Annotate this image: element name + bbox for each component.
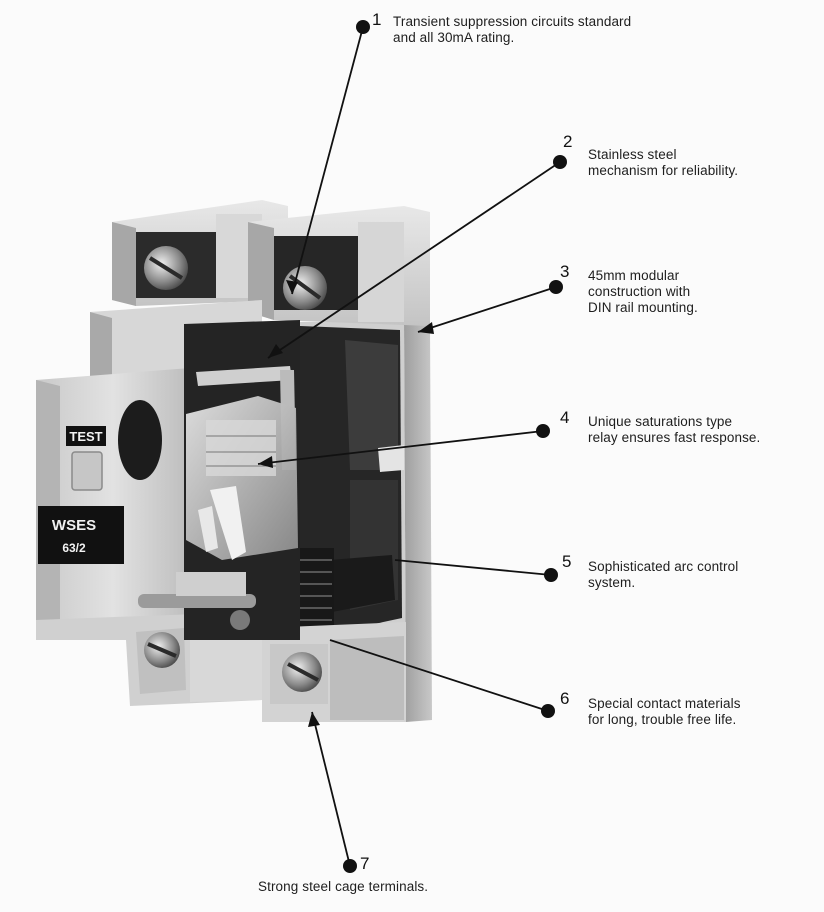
callout-number-7: 7 xyxy=(360,854,370,873)
callout-3-line-1: 45mm modular xyxy=(588,268,680,283)
leader-dot-5 xyxy=(544,568,558,582)
callout-4-line-2: relay ensures fast response. xyxy=(588,430,761,445)
callout-number-1: 1 xyxy=(372,10,382,29)
leader-arrow-4 xyxy=(258,456,273,468)
model-label: WSES xyxy=(52,517,96,534)
leader-arrow-7 xyxy=(308,712,320,727)
callout-1-line-2: and all 30mA rating. xyxy=(393,30,515,45)
test-label-bg xyxy=(66,426,106,446)
leader-dot-6 xyxy=(541,704,555,718)
callout-text-4: Unique saturations type relay ensures fa… xyxy=(588,414,760,446)
leader-lines xyxy=(257,20,567,873)
leader-line-6 xyxy=(329,639,549,712)
rating-label: 63/2 xyxy=(62,541,86,555)
leader-line-5 xyxy=(394,559,552,576)
callout-text-2: Stainless steel mechanism for reliabilit… xyxy=(588,147,738,179)
leader-dot-1 xyxy=(356,20,370,34)
callout-text-6: Special contact materials for long, trou… xyxy=(588,696,741,728)
cutaway-interior xyxy=(138,320,328,704)
top-terminal-right xyxy=(248,206,430,326)
callout-number-3: 3 xyxy=(560,262,570,281)
callout-2-line-2: mechanism for reliability. xyxy=(588,163,739,178)
callout-text-1: Transient suppression circuits standard … xyxy=(393,14,631,46)
leader-dot-2 xyxy=(553,155,567,169)
callout-number-5: 5 xyxy=(562,552,572,571)
callout-text-3: 45mm modular construction with DIN rail … xyxy=(588,268,698,316)
leader-dot-7 xyxy=(343,859,357,873)
test-label: TEST xyxy=(69,429,102,444)
callout-text-5: Sophisticated arc control system. xyxy=(588,559,738,591)
callout-2-line-1: Stainless steel xyxy=(588,147,677,162)
top-terminal-left xyxy=(112,200,288,306)
callout-1-line-1: Transient suppression circuits standard xyxy=(393,14,632,29)
leader-arrow-3 xyxy=(418,322,434,334)
callout-5-line-1: Sophisticated arc control xyxy=(588,559,739,574)
callout-number-6: 6 xyxy=(560,689,570,708)
callout-number-2: 2 xyxy=(563,132,573,151)
callout-6-line-2: for long, trouble free life. xyxy=(588,712,737,727)
callout-3-line-3: DIN rail mounting. xyxy=(588,300,698,315)
callout-text-7: Strong steel cage terminals. xyxy=(258,879,428,895)
callout-6-line-1: Special contact materials xyxy=(588,696,741,711)
callout-3-line-2: construction with xyxy=(588,284,691,299)
callout-7-line-1: Strong steel cage terminals. xyxy=(258,879,429,894)
leader-arrow-2 xyxy=(268,344,283,358)
leader-arrow-1 xyxy=(286,280,298,294)
callout-number-4: 4 xyxy=(560,408,570,427)
leader-line-1 xyxy=(291,26,364,295)
leader-line-2 xyxy=(267,161,561,359)
leader-dot-3 xyxy=(549,280,563,294)
callout-5-line-2: system. xyxy=(588,575,636,590)
leader-line-3 xyxy=(417,286,557,333)
callout-4-line-1: Unique saturations type xyxy=(588,414,733,429)
leader-line-7 xyxy=(311,711,351,867)
leader-line-4 xyxy=(257,430,544,465)
relay xyxy=(186,396,298,560)
leader-dot-4 xyxy=(536,424,550,438)
